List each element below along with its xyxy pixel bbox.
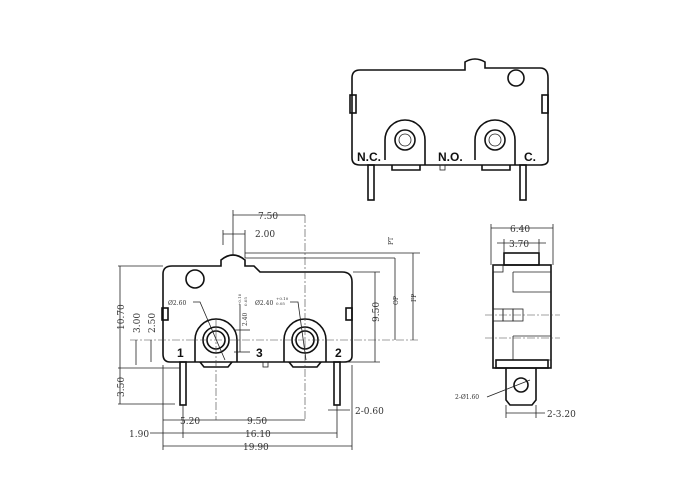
dim-1-90: 1.90 — [129, 430, 149, 440]
dim-10-70: 10.70 — [117, 304, 127, 330]
dim-hole2: Ø2.40 — [255, 300, 273, 307]
dim-fp: FP — [411, 294, 418, 302]
dim-3-00: 3.00 — [133, 313, 143, 333]
side-view: 6.40 3.70 2-Ø1.60 2-3.20 — [455, 224, 576, 420]
dim-hole2-tol-dn: 0.05 — [276, 301, 285, 306]
dim-side-hole: 2-Ø1.60 — [455, 394, 479, 401]
dim-9-50-v: 9.50 — [372, 302, 382, 322]
front-view: 1 3 2 7.50 2.00 PT 9.50 OP FP 10.70 3.00… — [117, 210, 420, 453]
dim-tab-width: 2-3.20 — [547, 410, 576, 420]
dim-2-40-tol-up: +0.10 — [237, 293, 242, 306]
dim-2-40: 2.40 — [242, 312, 249, 326]
dim-pin-width: 2-0.60 — [355, 407, 384, 417]
dim-op: OP — [393, 296, 400, 305]
dim-hole1: Ø2.60 — [168, 300, 186, 307]
dim-2-50: 2.50 — [148, 313, 158, 333]
dim-7-50: 7.50 — [258, 212, 278, 222]
dim-2-40-tol-dn: 0.05 — [243, 297, 248, 306]
dim-16-10: 16.10 — [245, 430, 271, 440]
dim-5-20: 5.20 — [180, 417, 200, 427]
top-view: N.C. N.O. C. — [349, 58, 549, 201]
terminal-label-nc: N.C. — [357, 150, 381, 164]
terminal-label-1: 1 — [177, 346, 184, 360]
dim-19-90: 19.90 — [243, 443, 269, 453]
terminal-label-3: 3 — [256, 346, 263, 360]
dim-6-40: 6.40 — [510, 225, 530, 235]
dim-hole2-tol-up: +0.10 — [276, 296, 289, 301]
terminal-label-no: N.O. — [438, 150, 463, 164]
terminal-label-2: 2 — [335, 346, 342, 360]
dim-3-70: 3.70 — [509, 240, 529, 250]
dim-pt: PT — [388, 237, 395, 245]
terminal-label-c: C. — [524, 150, 536, 164]
dim-9-50-h: 9.50 — [247, 417, 267, 427]
dim-3-50: 3.50 — [117, 377, 127, 397]
dim-2-00: 2.00 — [255, 230, 275, 240]
